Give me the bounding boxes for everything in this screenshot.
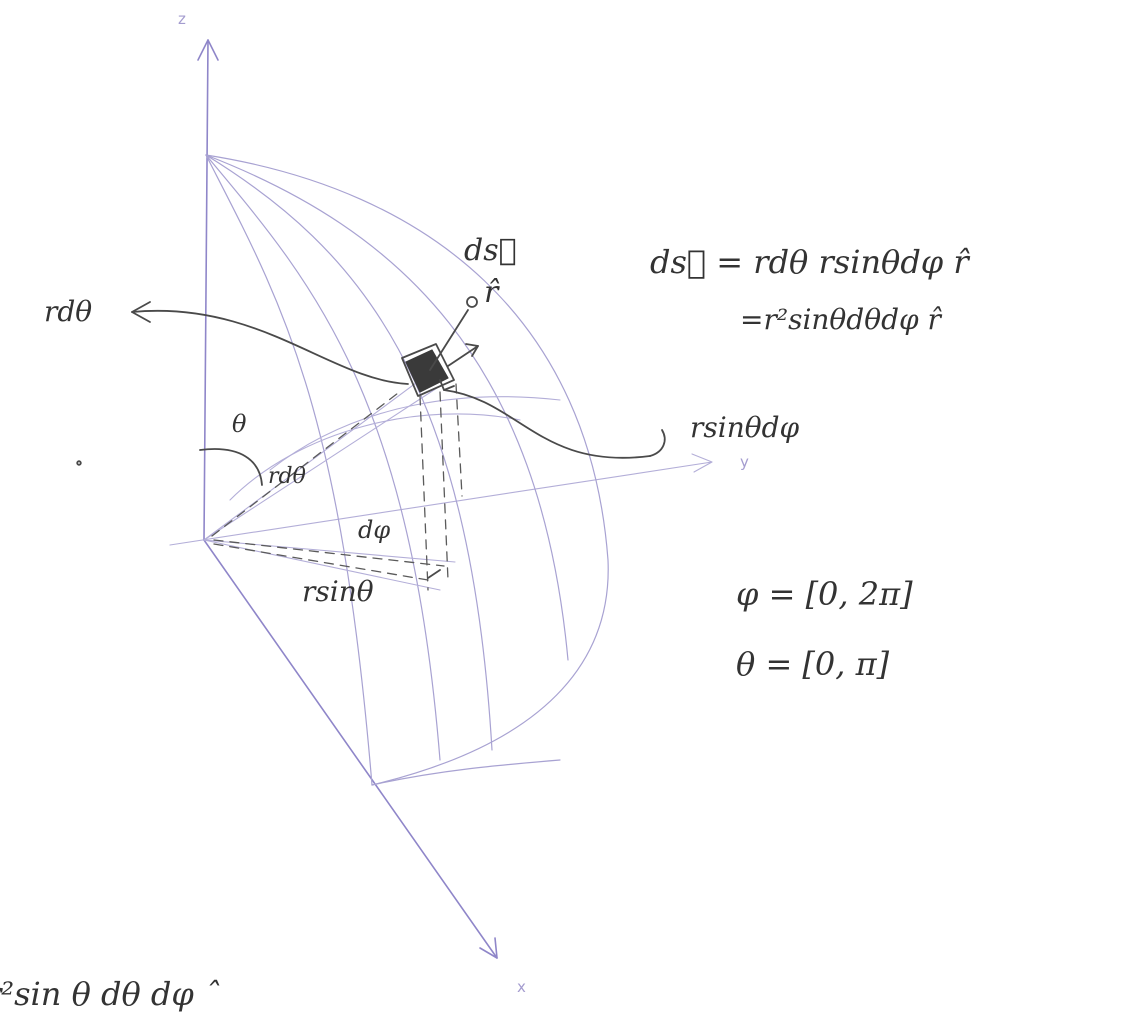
x-axis: [203, 539, 498, 959]
meridian-3: [205, 154, 441, 761]
drop-line-3: [455, 383, 463, 497]
sphere-octant-mesh: [203, 154, 609, 786]
rsinthetadphi-leader: [443, 389, 651, 459]
normal-vector: [429, 309, 469, 371]
theta-label: θ: [232, 410, 247, 438]
latitude-arc-2: [269, 396, 561, 471]
y-axis-label: y: [740, 453, 749, 471]
y-axis-arrowhead: [691, 453, 713, 473]
annotation-leaders: [76, 301, 666, 579]
z-axis-arrowhead: [197, 39, 219, 61]
theta-range: θ = [0, π]: [736, 645, 890, 683]
meridian-1: [205, 154, 493, 751]
projection-line-1: [203, 539, 441, 591]
z-axis-label: z: [178, 10, 186, 28]
dphi-angle-mark: [427, 569, 441, 579]
equation-line-1: ds⃗ = rdθ rsinθdφ r̂: [650, 243, 969, 281]
drop-line-2: [439, 391, 449, 581]
radial-dash-1: [211, 389, 403, 537]
coordinate-axes: [169, 39, 713, 959]
rsinthetadphi-label: rsinθdφ: [690, 411, 800, 444]
surface-patch: [405, 349, 449, 393]
rsinthetadphi-arrowhead: [439, 379, 455, 391]
rdtheta-leader: [131, 309, 409, 385]
stray-dot: [76, 460, 82, 466]
normal-tip-circle: [466, 296, 478, 308]
base-dash-2: [213, 539, 445, 567]
rsinthetadphi-hook: [649, 429, 666, 457]
meridian-2: [205, 154, 569, 661]
cutoff-bottom-equation: r²sin θ dθ dφ ˆ: [0, 975, 220, 1013]
phi-range: φ = [0, 2π]: [736, 575, 913, 613]
theta-angle-arc: [199, 448, 263, 486]
radial-line-1: [203, 379, 421, 541]
r-hat-label: r̂: [484, 275, 499, 310]
rdtheta-leader-arrowhead: [131, 301, 151, 323]
x-axis-arrowhead: [479, 937, 498, 959]
patch-outline: [401, 343, 455, 397]
rdtheta-left-label: rdθ: [44, 295, 93, 328]
radial-line-2: [203, 385, 441, 541]
base-dash-1: [213, 543, 429, 581]
rsintheta-label: rsinθ: [302, 575, 374, 608]
z-axis: [203, 39, 209, 541]
meridian-4: [205, 154, 373, 786]
drop-line-1: [419, 395, 429, 591]
equation-line-2: =r²sinθdθdφ r̂: [740, 303, 941, 336]
outer-meridian-arc: [205, 154, 609, 786]
dphi-label: dφ: [358, 516, 391, 544]
surface-element: [211, 296, 479, 591]
rdtheta-arc-label: rdθ: [268, 464, 306, 489]
projection-line-2: [203, 539, 456, 563]
x-axis-label: x: [517, 978, 526, 996]
equator-arc: [371, 759, 561, 786]
r-hat-arrowhead: [465, 343, 479, 357]
y-axis: [169, 461, 713, 546]
r-hat-arrow: [447, 345, 479, 367]
ds-vector-label: ds⃗: [464, 233, 517, 268]
